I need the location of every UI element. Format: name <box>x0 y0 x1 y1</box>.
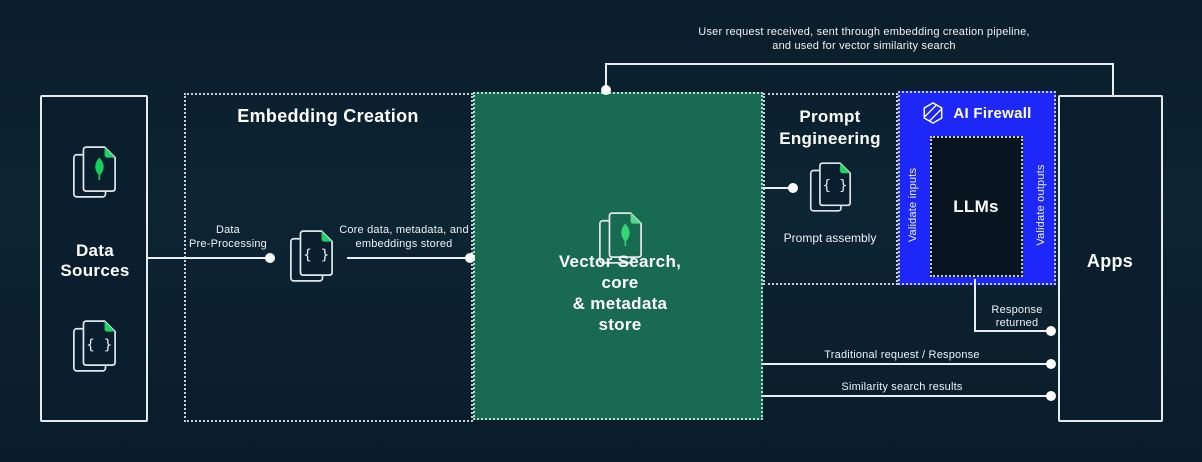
response-dot <box>1046 326 1056 336</box>
traditional-dot <box>1046 359 1056 369</box>
json-document-icon <box>73 321 116 371</box>
prompt-json-document-icon <box>810 163 851 211</box>
response-line-horizontal <box>974 330 1051 332</box>
prompt-dot <box>788 183 798 193</box>
ai-firewall-title: AI Firewall <box>953 104 1032 122</box>
llms-label: LLMs <box>953 197 999 216</box>
vector-store-label: Vector Search, core & metadata store <box>558 252 682 334</box>
embedding-creation-title: Embedding Creation <box>237 106 419 126</box>
apps-box <box>1058 95 1163 422</box>
core-data-label: Core data, metadata, and embeddings stor… <box>339 224 469 250</box>
data-sources-box: Data Sources <box>40 95 148 422</box>
llms-box <box>930 136 1023 277</box>
traditional-request-line <box>763 363 1052 365</box>
request-line-down-to-vector-store <box>605 63 607 91</box>
embedding-json-document-icon <box>290 231 333 281</box>
validate-inputs-label: Validate inputs <box>907 167 919 243</box>
traditional-request-label: Traditional request / Response <box>824 349 980 361</box>
prompt-engineering-title: Prompt Engineering <box>779 107 881 148</box>
firewall-hexagon-icon <box>923 102 943 124</box>
core-data-line <box>347 257 468 259</box>
preprocessing-line <box>148 257 267 259</box>
similarity-results-line <box>763 395 1052 397</box>
ai-firewall-header: AI Firewall <box>898 102 1056 124</box>
prompt-assembly-label: Prompt assembly <box>783 231 877 245</box>
similarity-dot <box>1046 391 1056 401</box>
apps-label: Apps <box>1086 251 1134 271</box>
preprocessing-label: Data Pre-Processing <box>189 224 267 250</box>
core-data-dot <box>465 253 475 263</box>
request-line-horizontal <box>605 63 1114 65</box>
validate-outputs-label: Validate outputs <box>1035 164 1047 246</box>
response-line-vertical <box>974 279 976 332</box>
prompt-line <box>763 187 791 189</box>
user-request-note: User request received, sent through embe… <box>698 26 1030 52</box>
prompt-engineering-box <box>763 93 898 285</box>
request-dot <box>601 85 611 95</box>
preprocessing-dot <box>265 253 275 263</box>
data-sources-label: Data Sources <box>60 241 130 280</box>
vector-store-box: Vector Search, core & metadata store <box>473 92 763 420</box>
request-line-down-to-apps <box>1112 63 1114 95</box>
mongodb-document-icon <box>73 147 116 197</box>
similarity-results-label: Similarity search results <box>841 381 963 393</box>
response-returned-label: Response returned <box>991 304 1043 329</box>
